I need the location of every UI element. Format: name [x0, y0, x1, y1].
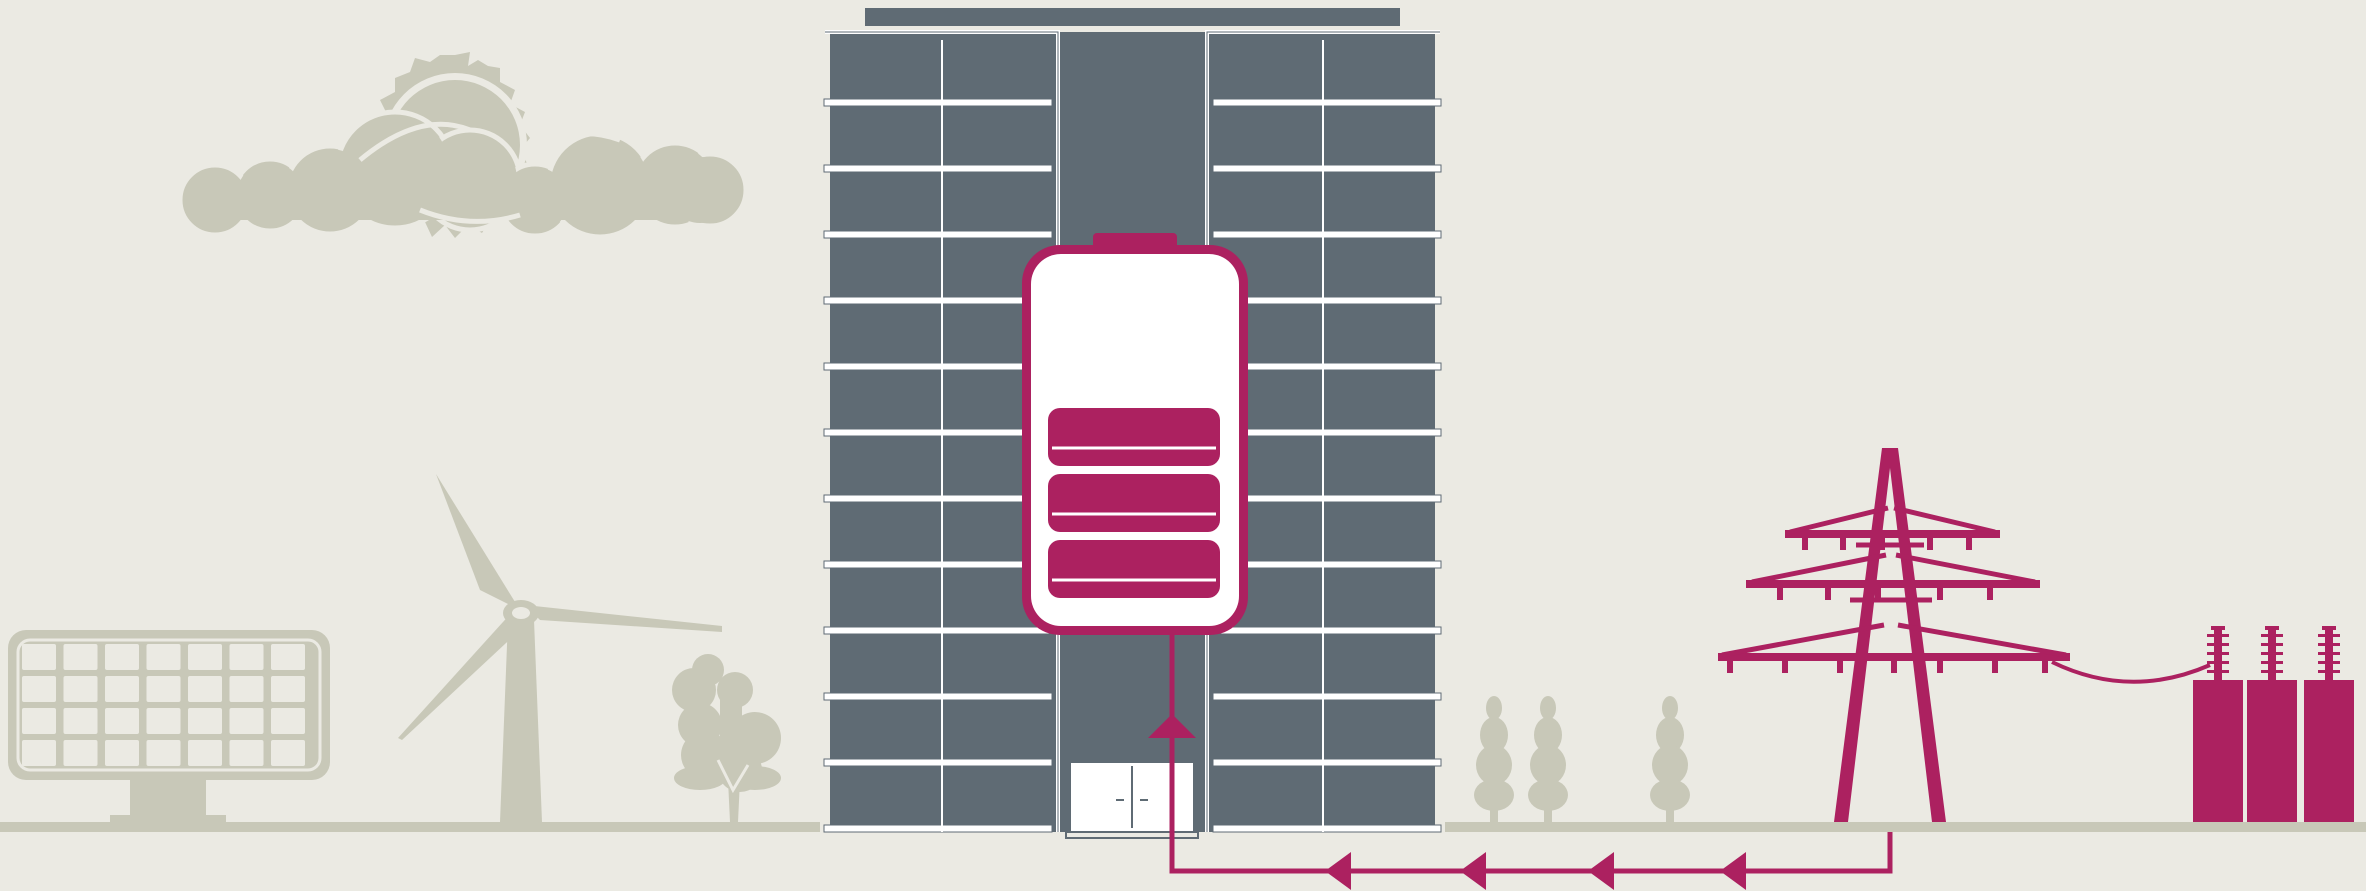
solar-cell: [188, 676, 222, 702]
insulator: [1777, 588, 1783, 600]
solar-cell: [64, 676, 98, 702]
floor-line: [824, 165, 1052, 172]
floor-line: [824, 825, 1052, 832]
transformer-unit: [2247, 626, 2297, 822]
ground-left: [0, 822, 820, 832]
solar-cell: [230, 708, 264, 734]
solar-panel-icon: [8, 630, 330, 823]
solar-cell: [230, 676, 264, 702]
poplar-trees: [1474, 696, 1690, 822]
solar-cell: [64, 708, 98, 734]
solar-cell: [64, 644, 98, 670]
ground-right: [1445, 822, 2366, 832]
flow-arrow: [1460, 852, 1486, 890]
insulator: [1802, 538, 1808, 550]
insulator: [1727, 661, 1733, 673]
floor-line: [1213, 627, 1441, 634]
insulator: [1927, 538, 1933, 550]
floor-line: [1213, 825, 1441, 832]
insulator: [1966, 538, 1972, 550]
wind-turbine-icon: [398, 474, 722, 822]
floor-line: [824, 363, 1052, 370]
solar-cell: [22, 708, 56, 734]
solar-cell: [147, 676, 181, 702]
poplar-tree-icon: [1528, 696, 1568, 822]
insulator: [1891, 661, 1897, 673]
solar-cell: [230, 740, 264, 766]
floor-line: [824, 495, 1052, 502]
solar-cell: [147, 644, 181, 670]
cloud-with-sun-icon: [180, 52, 746, 238]
insulator: [1879, 538, 1885, 550]
floor-line: [824, 297, 1052, 304]
solar-cell: [147, 708, 181, 734]
solar-cell: [22, 644, 56, 670]
insulator: [1937, 588, 1943, 600]
solar-cell: [188, 740, 222, 766]
battery-charge-bar: [1048, 408, 1220, 466]
floor-line: [824, 693, 1052, 700]
solar-cell: [105, 676, 139, 702]
solar-cell: [188, 708, 222, 734]
battery-charge-bar: [1048, 540, 1220, 598]
insulator: [1837, 661, 1843, 673]
floor-line: [1213, 99, 1441, 106]
floor-line: [824, 99, 1052, 106]
solar-cell: [105, 740, 139, 766]
transformer-icon: [2193, 626, 2354, 822]
floor-line: [1213, 165, 1441, 172]
floor-line: [824, 627, 1052, 634]
solar-cell: [105, 708, 139, 734]
insulator: [1840, 538, 1846, 550]
flow-arrow: [1720, 852, 1746, 890]
poplar-tree-icon: [1650, 696, 1690, 822]
solar-cell: [271, 644, 305, 670]
insulator: [1937, 661, 1943, 673]
battery-charge-bar: [1048, 474, 1220, 532]
solar-cell: [147, 740, 181, 766]
flow-arrow: [1588, 852, 1614, 890]
transformer-unit: [2304, 626, 2354, 822]
solar-cell: [22, 676, 56, 702]
floor-line: [824, 429, 1052, 436]
flow-arrow: [1325, 852, 1351, 890]
solar-cell: [22, 740, 56, 766]
power-pylon-icon: [1718, 448, 2210, 822]
solar-cell: [188, 644, 222, 670]
solar-cell: [230, 644, 264, 670]
insulator: [1875, 588, 1881, 600]
insulator: [2042, 661, 2048, 673]
floor-line: [1213, 759, 1441, 766]
floor-line: [824, 759, 1052, 766]
tree-icon: [672, 654, 781, 822]
solar-cell: [105, 644, 139, 670]
insulator: [1825, 588, 1831, 600]
floor-line: [1213, 693, 1441, 700]
solar-cell: [271, 708, 305, 734]
poplar-tree-icon: [1474, 696, 1514, 822]
battery-charge-bars: [1048, 408, 1220, 598]
battery-icon: [1022, 233, 1248, 635]
solar-cell: [271, 740, 305, 766]
floor-line: [824, 561, 1052, 568]
solar-cell: [271, 676, 305, 702]
floor-line: [1213, 231, 1441, 238]
transformer-unit: [2193, 626, 2243, 822]
insulator: [1987, 588, 1993, 600]
insulator: [1782, 661, 1788, 673]
floor-line: [824, 231, 1052, 238]
insulator: [1992, 661, 1998, 673]
solar-cell: [64, 740, 98, 766]
